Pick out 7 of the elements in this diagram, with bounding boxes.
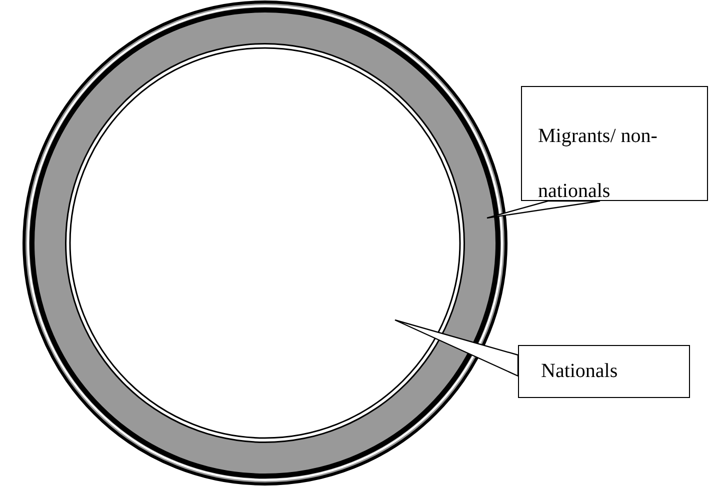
- leader-line: [394, 319, 519, 377]
- leader-line: [486, 200, 601, 219]
- callout-box: [518, 345, 690, 398]
- callout-text: Migrants/ non-nationals: [538, 124, 658, 204]
- inner-circle: [65, 43, 465, 443]
- callout-text: Nationals: [541, 359, 619, 384]
- outer-ring: [22, 0, 508, 486]
